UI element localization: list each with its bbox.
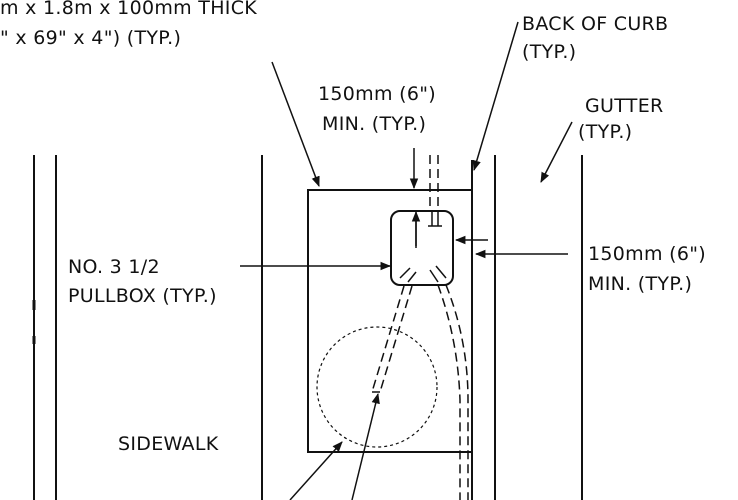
right-clearance-label-line1: 150mm (6") <box>588 243 706 265</box>
right-clearance-label-line2: MIN. (TYP.) <box>588 273 692 295</box>
gutter-label-line1: GUTTER <box>585 95 664 117</box>
pullbox-label-line1: NO. 3 1/2 <box>68 256 160 278</box>
conduit-lines <box>371 155 469 500</box>
gutter-label-line2: (TYP.) <box>578 121 632 143</box>
slab-dimension-label-line1: m x 1.8m x 100mm THICK <box>0 0 257 19</box>
slab-dimension-label-line2: " x 69" x 4") (TYP.) <box>0 27 181 49</box>
back-of-curb-label-line2: (TYP.) <box>522 41 576 63</box>
top-clearance-label-line1: 150mm (6") <box>318 83 436 105</box>
concrete-slab <box>307 189 473 453</box>
top-clearance-label-line2: MIN. (TYP.) <box>322 113 426 135</box>
back-of-curb-label-line1: BACK OF CURB <box>522 13 668 35</box>
sidewalk-label: SIDEWALK <box>118 433 219 455</box>
sidewalk-edge-lines <box>32 155 57 500</box>
dotted-circle <box>316 326 438 448</box>
slab-boundary-lines <box>261 155 583 500</box>
pullbox-label-line2: PULLBOX (TYP.) <box>68 285 217 307</box>
pullbox <box>390 210 454 286</box>
leader-lines <box>240 21 573 500</box>
